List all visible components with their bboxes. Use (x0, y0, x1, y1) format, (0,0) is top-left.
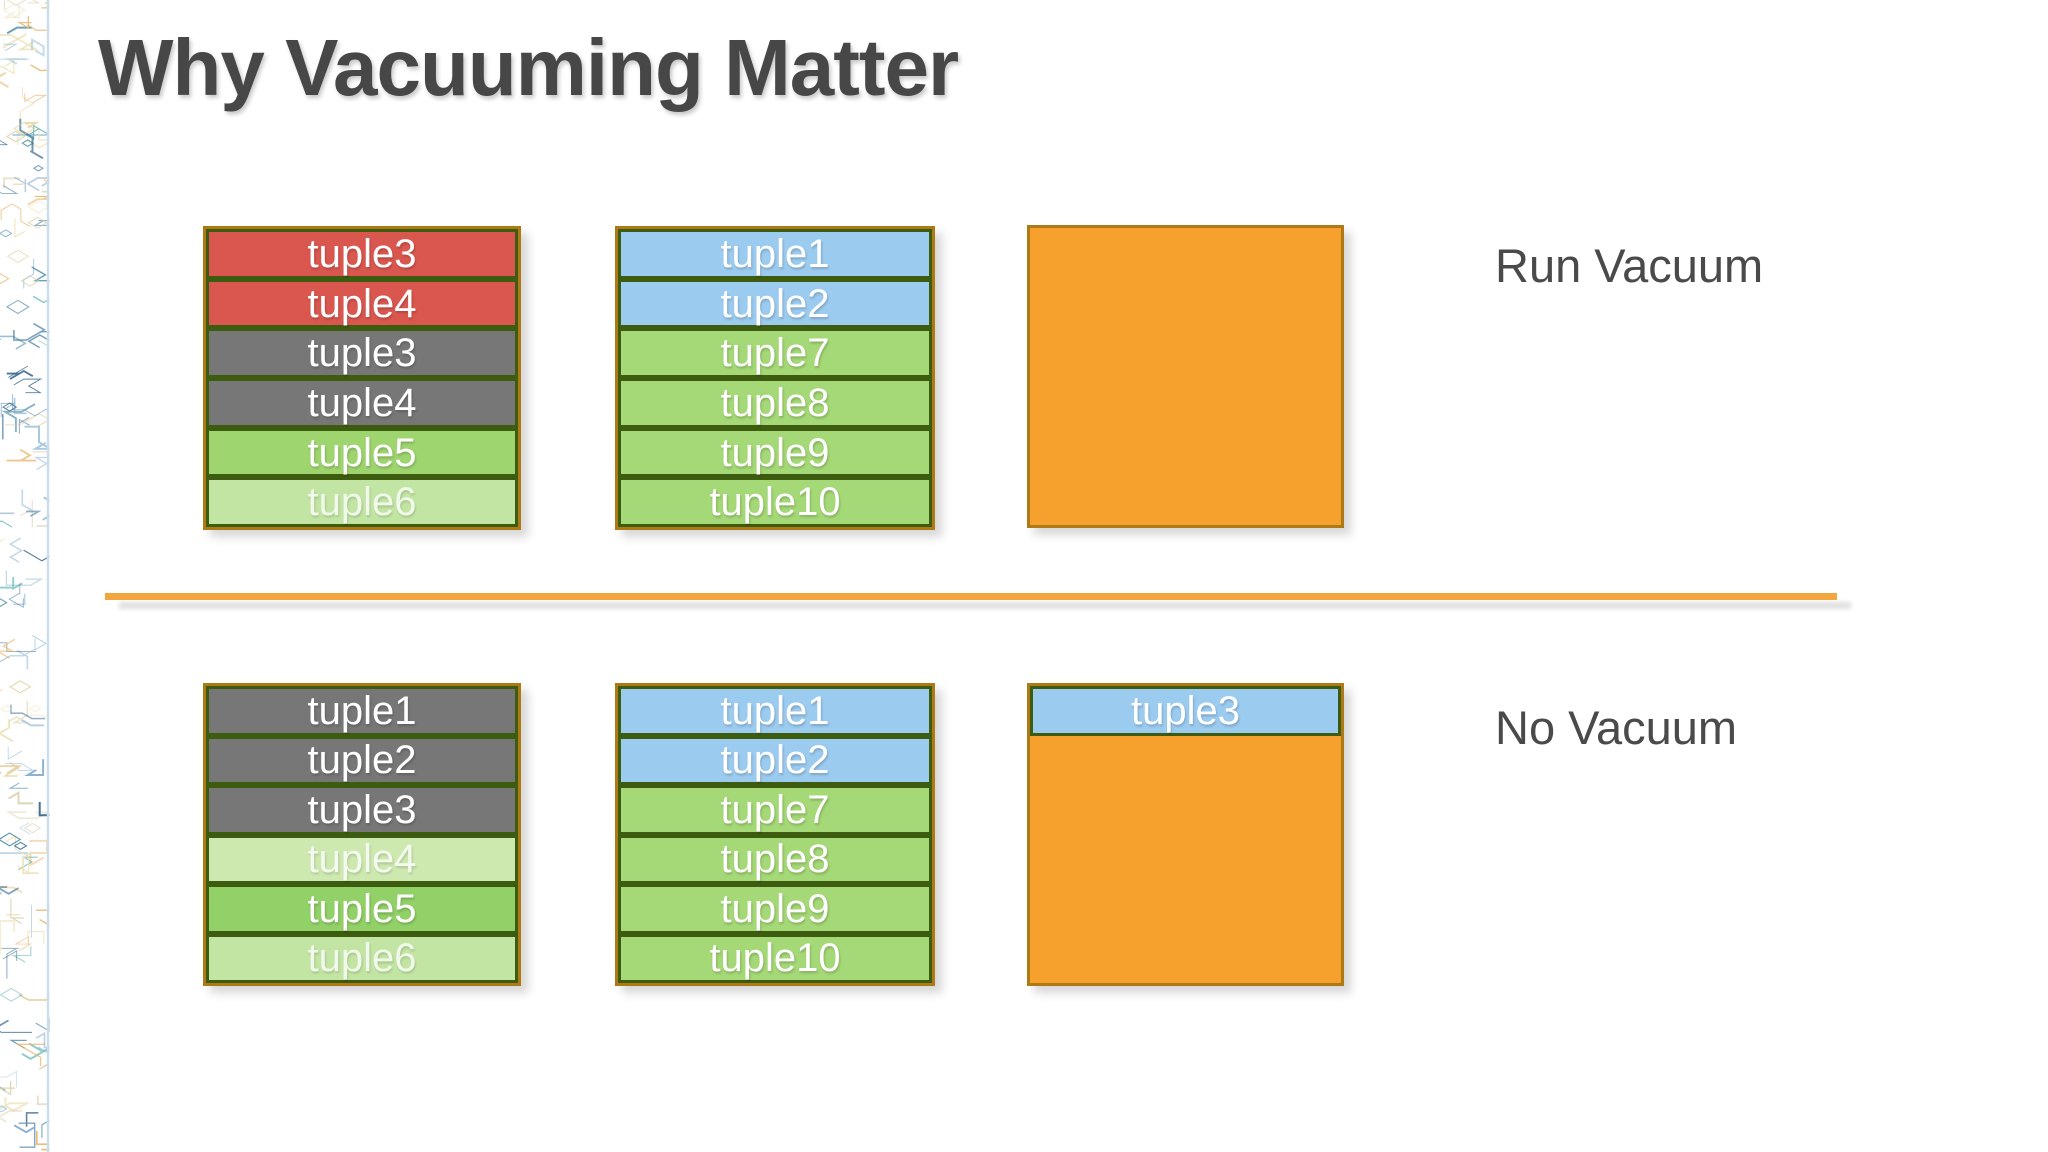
tuple-row: tuple9 (618, 427, 932, 478)
page-title: Why Vacuuming Matter (98, 23, 959, 112)
tuple-row: tuple1 (206, 686, 518, 736)
tuple-row: tuple4 (206, 278, 518, 329)
tuple-row: tuple4 (206, 378, 518, 428)
tuple-row: tuple3 (1030, 686, 1341, 736)
tuple-row: tuple8 (618, 834, 932, 884)
tuple-row: tuple1 (618, 686, 932, 736)
tuple-row: tuple4 (206, 834, 518, 884)
tuple-row: tuple7 (618, 328, 932, 379)
tuple-row: tuple5 (206, 884, 518, 934)
tuple-row: tuple2 (618, 735, 932, 785)
tuple-row: tuple5 (206, 427, 518, 478)
tuple-row: tuple6 (206, 933, 518, 983)
no-vacuum-page-3: tuple3 (1027, 683, 1344, 986)
no-vacuum-label: No Vacuum (1495, 701, 1738, 754)
run-vacuum-label: Run Vacuum (1495, 239, 1764, 292)
tuple-row: tuple3 (206, 328, 518, 379)
tuple-row: tuple3 (206, 229, 518, 279)
tuple-row: tuple2 (206, 735, 518, 785)
tuple-row: tuple10 (618, 477, 932, 528)
tuple-row: tuple3 (206, 785, 518, 835)
run-vacuum-page-3-empty (1027, 225, 1344, 528)
tuple-row: tuple10 (618, 933, 932, 983)
tuple-row: tuple2 (618, 278, 932, 329)
tuple-row: tuple1 (618, 229, 932, 279)
tuple-row: tuple6 (206, 477, 518, 528)
divider-line (105, 593, 1837, 600)
decorative-circuit-pattern (0, 0, 54, 1152)
tuple-row: tuple9 (618, 884, 932, 934)
tuple-row: tuple8 (618, 378, 932, 428)
tuple-row: tuple7 (618, 785, 932, 835)
